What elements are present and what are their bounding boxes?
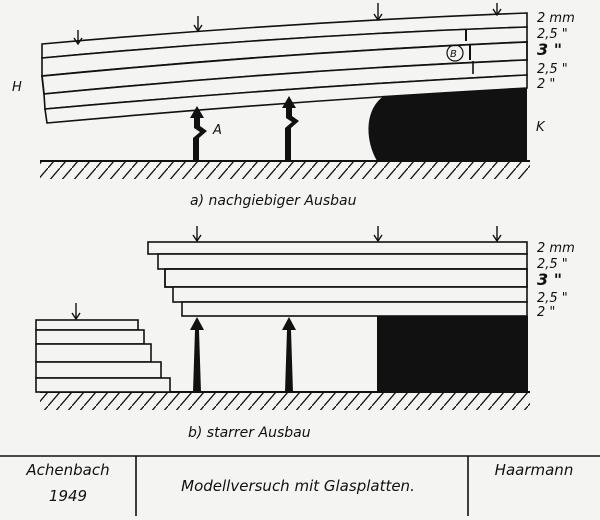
thickness-a-3: 3 ": [537, 40, 562, 59]
yielding-prop-a-1: [190, 106, 207, 161]
label-b-circle: [446, 44, 464, 62]
plate-a-5: [44, 74, 528, 124]
ground-hatch-a: [40, 161, 530, 179]
thickness-b-3: 3 ": [537, 270, 562, 289]
thickness-a-2: 2,5 ": [537, 27, 568, 42]
rigid-prop-b-2: [282, 317, 296, 392]
label-h: H: [12, 80, 22, 95]
plates-b: [147, 241, 528, 317]
thickness-a-4: 2,5 ": [537, 62, 568, 77]
thickness-a-5: 2 ": [537, 77, 555, 92]
thickness-b-2: 2,5 ": [537, 257, 568, 272]
load-arrows-b: [71, 226, 502, 321]
thickness-a-1: 2 mm: [537, 11, 575, 26]
plate-b-1: [147, 241, 528, 255]
thickness-b-5: 2 ": [537, 305, 555, 320]
year: 1949: [49, 487, 87, 505]
ground-hatch-b: [40, 392, 530, 410]
label-b: B: [450, 49, 457, 60]
label-a: A: [212, 123, 222, 138]
plate-b-3: [164, 268, 528, 288]
label-k: K: [536, 120, 546, 135]
rigid-prop-b-1: [190, 317, 204, 392]
plate-b-4: [172, 286, 528, 303]
plates-b-left: [35, 319, 171, 393]
right-label: Haarmann: [495, 461, 574, 479]
caption-b: b) starrer Ausbau: [188, 425, 311, 441]
author-name: Achenbach: [25, 461, 109, 479]
yielding-prop-a-2: [282, 96, 299, 161]
coal-body-b: [377, 316, 528, 392]
plate-b-5: [181, 301, 528, 317]
thickness-b-1: 2 mm: [537, 241, 575, 256]
load-arrows-a: [73, 3, 502, 46]
thickness-b-4: 2,5 ": [537, 291, 568, 306]
title-block: Achenbach 1949 Modellversuch mit Glaspla…: [0, 455, 600, 516]
caption-a: a) nachgiebiger Ausbau: [190, 193, 357, 209]
coal-body-a: [368, 88, 527, 161]
diagram-a: H K A B 2 mm 2,5 " 3 " 2,5 " 2 " a) nach…: [12, 3, 575, 209]
diagram-b: 2 mm 2,5 " 3 " 2,5 " 2 " b) starrer Ausb…: [35, 226, 575, 441]
plate-b-2: [157, 253, 528, 270]
drawing-title: Modellversuch mit Glasplatten.: [181, 477, 415, 495]
